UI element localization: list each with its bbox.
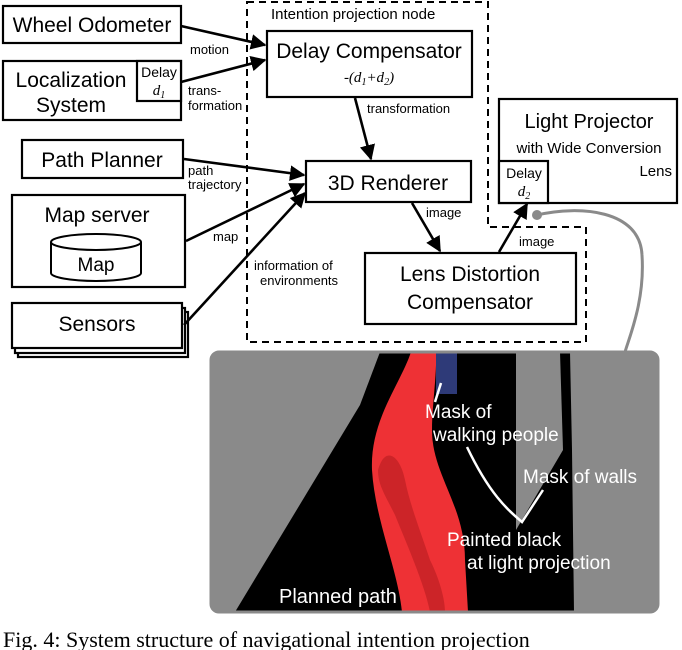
projector-delay-label: Delay [506,165,542,181]
left-wall-mask [211,352,380,612]
edge-label-image-2: image [519,234,554,249]
localization-label-line2: System [36,94,106,117]
sensors-label: Sensors [58,313,135,336]
edge-delaycomp-to-renderer [353,97,375,161]
edge-odometer-to-delaycomp [180,24,267,50]
edge-label-env-1: information of [254,258,333,273]
annotation-painted-2: at light projection [467,553,611,574]
map-database-icon [50,233,142,282]
edge-sensors-to-renderer [183,191,307,326]
annotation-mask-people-2: walking people [432,425,559,446]
projector-cable-connector [532,210,542,220]
pointer-people [433,382,443,403]
edge-label-motion: motion [190,42,229,57]
sensors-box [10,301,184,350]
localization-delay-symbol: d1 [153,83,166,101]
lens-distortion-label-line2: Compensator [407,291,533,314]
path-planner-label: Path Planner [41,149,162,172]
edge-localization-to-delaycomp [180,56,267,84]
light-projector-label-line2: with Wide Conversion [515,140,661,157]
annotation-painted-1: Painted black [447,530,562,551]
projection-photo-frame [209,350,660,614]
painted-black-region [378,455,445,612]
edge-label-path: path [188,163,213,178]
localization-delay-label: Delay [141,64,177,80]
localization-label-line1: Localization [16,69,127,92]
right-wall-mask-1 [516,352,563,530]
wheel-odometer-label: Wheel Odometer [13,14,172,37]
annotation-mask-people-1: Mask of [425,402,492,423]
planned-path-projection [371,352,468,612]
projector-delay-symbol: d2 [518,184,531,202]
annotation-mask-walls: Mask of walls [523,467,637,488]
delay-compensator-box [265,29,474,99]
edge-label-transformation-in-2: formation [188,98,242,113]
edge-label-map: map [213,229,238,244]
map-database-label: Map [78,255,115,276]
projector-cable [536,209,644,353]
edge-label-transformation-out: transformation [367,101,450,116]
figure-caption: Fig. 4: System structure of navigational… [3,627,530,650]
projector-delay-box [497,159,550,205]
edge-pathplanner-to-renderer [183,157,306,181]
path-planner-box [20,138,185,180]
edge-label-image-1: image [426,205,461,220]
delay-compensator-label: Delay Compensator [276,40,462,63]
annotation-planned-path: Planned path [279,586,397,608]
light-projector-label-line1: Light Projector [525,111,654,133]
edge-label-env-2: environments [260,273,339,288]
right-wall-mask-2 [570,352,658,612]
wheel-odometer-box [1,4,183,45]
intention-node-boundary [246,1,587,343]
edge-mapserver-to-renderer [185,182,306,243]
edge-renderer-to-lens [410,202,442,253]
lens-distortion-box [363,251,578,326]
edge-label-trajectory: trajectory [188,177,242,192]
renderer-label: 3D Renderer [328,172,448,195]
edge-label-transformation-in-1: trans- [188,83,221,98]
delay-compensator-formula: -(d1+d2) [344,70,394,88]
lens-distortion-label-line1: Lens Distortion [400,263,540,286]
edge-lens-to-projector [497,202,529,253]
intention-node-label: Intention projection node [271,6,435,23]
projection-photo [211,352,658,612]
map-server-label: Map server [44,204,149,227]
renderer-box [304,159,473,204]
light-projector-label-line3: Lens [639,163,672,180]
pointer-painted-black [465,446,545,524]
